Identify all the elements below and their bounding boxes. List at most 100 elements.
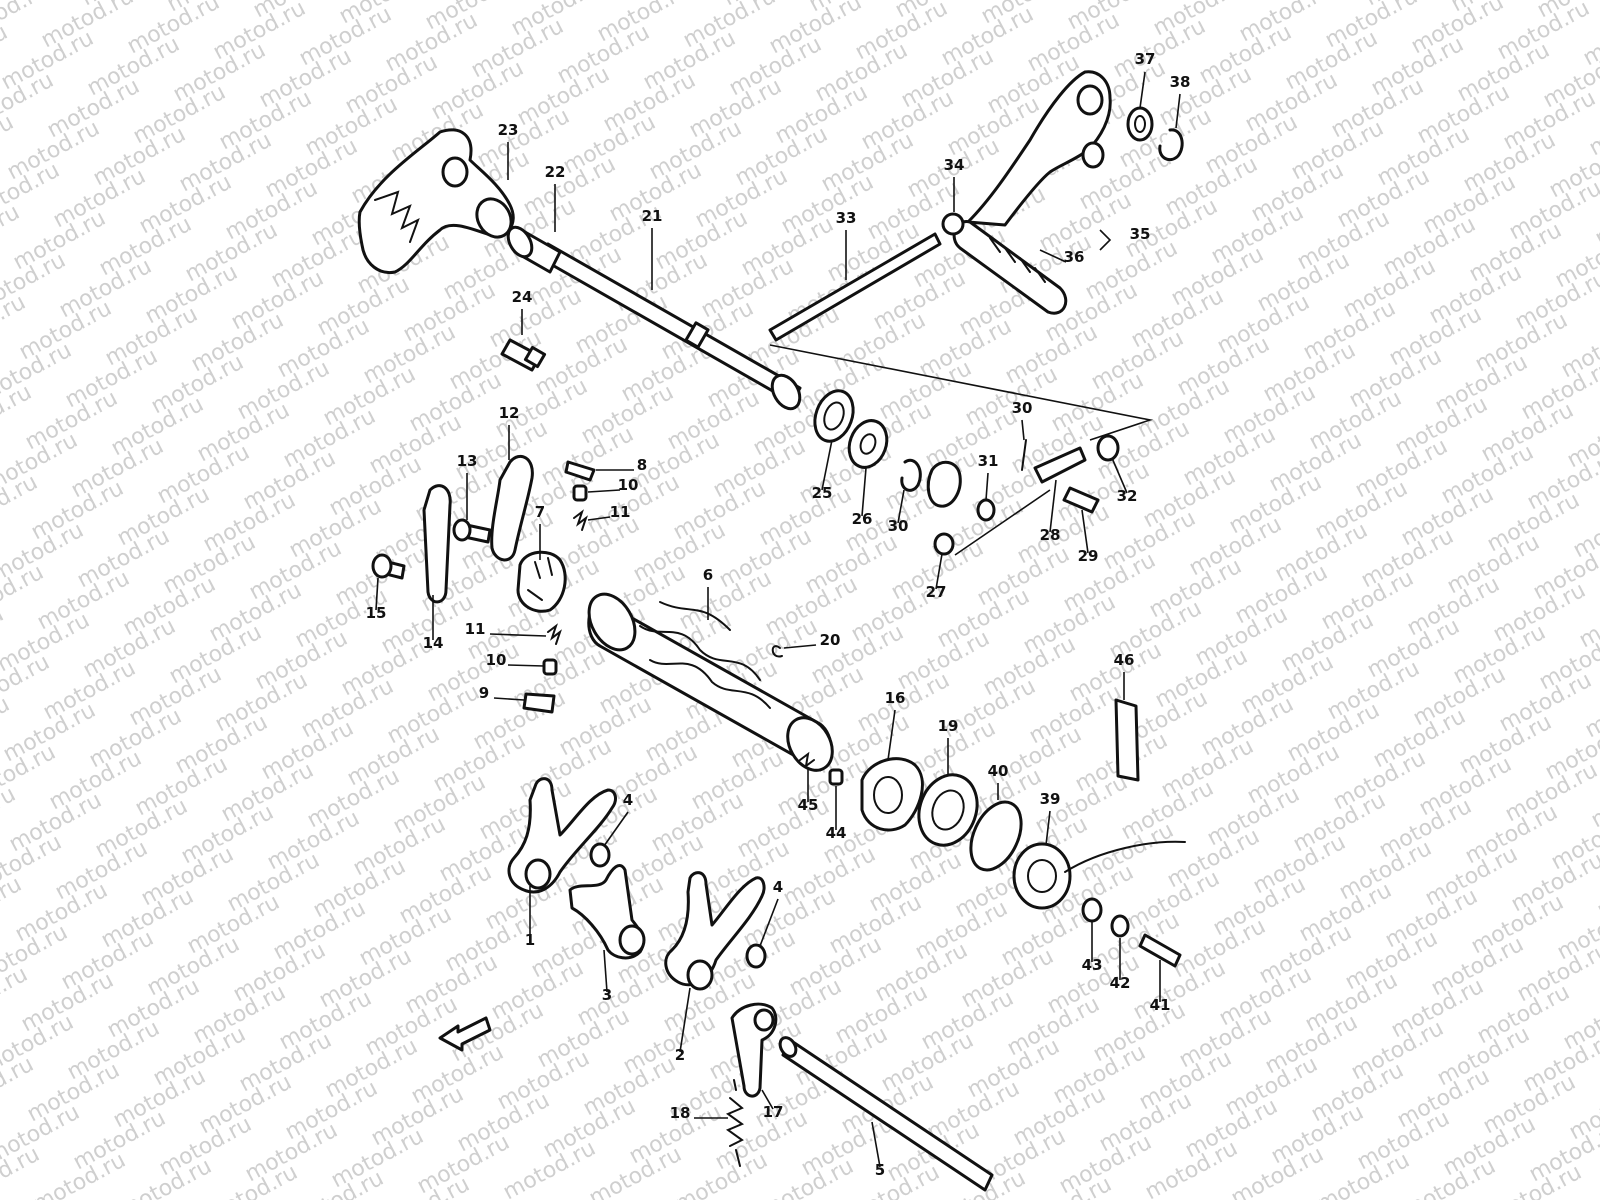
callout-6: 6 <box>703 566 713 584</box>
callout-38: 38 <box>1170 73 1191 91</box>
callout-36: 36 <box>1064 248 1085 266</box>
pin-10 <box>572 484 588 502</box>
callout-30: 30 <box>1012 399 1033 417</box>
spring-11 <box>573 509 588 531</box>
nut-34 <box>941 212 965 236</box>
callout-12: 12 <box>499 404 520 422</box>
pawl-8 <box>564 460 596 482</box>
shift-rod <box>768 232 942 342</box>
callout-44: 44 <box>826 824 847 842</box>
callout-labels: 1234456789101011111213141516171819202122… <box>366 50 1191 1179</box>
callout-11: 11 <box>610 503 631 521</box>
linkage-plate <box>1033 446 1087 484</box>
stopper-parts <box>371 455 596 714</box>
callout-24: 24 <box>512 288 533 306</box>
callout-31: 31 <box>978 452 999 470</box>
pin-44 <box>828 768 844 786</box>
callout-13: 13 <box>457 452 478 470</box>
leader-lines <box>375 71 1181 1168</box>
callout-23: 23 <box>498 121 519 139</box>
bolt-41 <box>1138 933 1182 968</box>
shift-cam-arm <box>926 460 962 508</box>
callout-10: 10 <box>486 651 507 669</box>
callout-8: 8 <box>637 456 647 474</box>
pawl-9 <box>522 692 556 714</box>
callout-29: 29 <box>1078 547 1099 565</box>
callout-2: 2 <box>675 1046 685 1064</box>
callout-21: 21 <box>642 207 663 225</box>
nut-27 <box>933 532 955 556</box>
callout-27: 27 <box>926 583 947 601</box>
nut-32 <box>1096 434 1120 462</box>
gearshift-forks <box>438 777 994 1192</box>
callout-30: 30 <box>888 517 909 535</box>
callout-46: 46 <box>1114 651 1135 669</box>
callout-39: 39 <box>1040 790 1061 808</box>
callout-4: 4 <box>623 791 633 809</box>
callout-28: 28 <box>1040 526 1061 544</box>
shift-shaft-assembly <box>357 128 802 411</box>
cam-guide <box>917 773 979 847</box>
washer-43 <box>1081 897 1103 923</box>
stopper-plate <box>490 455 534 562</box>
gearshift-fork-2 <box>664 871 766 987</box>
gearshift-lever <box>966 70 1112 227</box>
callout-7: 7 <box>535 503 545 521</box>
oil-seal <box>813 389 855 443</box>
callout-45: 45 <box>798 796 819 814</box>
shift-cam <box>516 550 567 613</box>
callout-1: 1 <box>525 931 535 949</box>
callout-11: 11 <box>465 620 486 638</box>
return-spring <box>725 1079 745 1167</box>
neutral-switch-parts <box>860 698 1186 968</box>
gearshift-drum <box>587 592 844 786</box>
circlip-38 <box>1158 128 1184 162</box>
callout-43: 43 <box>1082 956 1103 974</box>
callout-3: 3 <box>602 986 612 1004</box>
bolt-24 <box>500 338 547 372</box>
callout-26: 26 <box>852 510 873 528</box>
callout-14: 14 <box>423 634 444 652</box>
fork-pin-4b <box>745 943 767 969</box>
callout-37: 37 <box>1135 50 1156 68</box>
pin-30 <box>1021 439 1027 471</box>
callout-17: 17 <box>763 1103 784 1121</box>
o-ring <box>969 800 1023 872</box>
lead-wire-clamp <box>1114 698 1140 782</box>
callout-22: 22 <box>545 163 566 181</box>
pin-10-lower <box>542 658 558 676</box>
callout-15: 15 <box>366 604 387 622</box>
callout-10: 10 <box>618 476 639 494</box>
circlip-30 <box>900 458 922 492</box>
callout-33: 33 <box>836 209 857 227</box>
front-arrow-icon <box>438 1016 492 1052</box>
callout-16: 16 <box>885 689 906 707</box>
callout-41: 41 <box>1150 996 1171 1014</box>
fork-pin-4 <box>589 842 611 868</box>
callout-9: 9 <box>479 684 489 702</box>
callout-35: 35 <box>1130 225 1151 243</box>
middle-linkage-parts <box>813 389 1120 556</box>
callout-5: 5 <box>875 1161 885 1179</box>
callout-40: 40 <box>988 762 1009 780</box>
callout-32: 32 <box>1117 487 1138 505</box>
callout-42: 42 <box>1110 974 1131 992</box>
drum-plate <box>860 757 924 832</box>
spring-45 <box>799 751 815 769</box>
washer-26 <box>847 419 889 469</box>
callout-25: 25 <box>812 484 833 502</box>
neutral-switch <box>1012 842 1072 910</box>
callout-4: 4 <box>773 878 783 896</box>
spring-11-lower <box>547 623 562 645</box>
callout-18: 18 <box>670 1104 691 1122</box>
callout-19: 19 <box>938 717 959 735</box>
pin-20 <box>771 645 783 658</box>
stopper-lever <box>422 484 452 604</box>
callout-34: 34 <box>944 156 965 174</box>
callout-20: 20 <box>820 631 841 649</box>
pin-29 <box>1062 486 1100 514</box>
washer-37 <box>1126 106 1154 142</box>
nut-42 <box>1110 914 1130 938</box>
